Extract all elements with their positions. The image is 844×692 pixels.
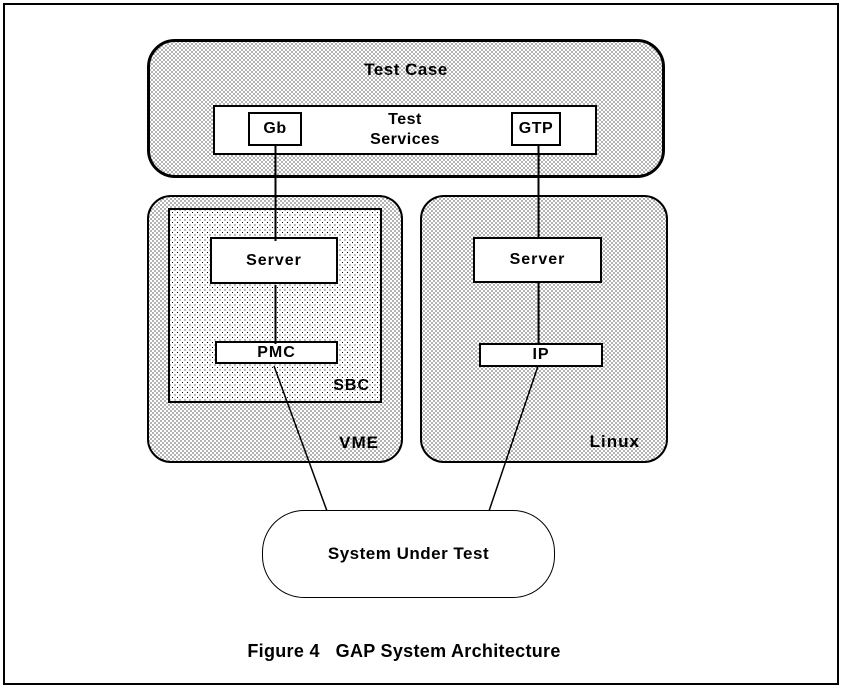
test-case-container: Test Case Test Services Gb GTP xyxy=(147,39,665,178)
pmc-label: PMC xyxy=(257,343,296,361)
system-under-test-label: System Under Test xyxy=(327,544,490,563)
linux-server-label: Server xyxy=(509,251,566,268)
pmc-box: PMC xyxy=(215,341,338,364)
gtp-interface-box: GTP xyxy=(511,112,561,146)
vme-server-box: Server xyxy=(210,237,338,284)
linux-label: Linux xyxy=(589,432,640,451)
page-border-frame xyxy=(3,3,839,685)
vme-server-label: Server xyxy=(246,251,302,269)
system-under-test-box: System Under Test xyxy=(262,510,555,598)
sbc-label: SBC xyxy=(333,377,370,394)
ip-label: IP xyxy=(532,346,550,363)
test-services-label-line1: Test xyxy=(388,111,422,128)
vme-container: Server PMC SBC VME xyxy=(147,195,403,463)
ip-box: IP xyxy=(479,343,603,367)
vme-label: VME xyxy=(339,433,379,452)
gb-label: Gb xyxy=(263,120,287,137)
test-case-title: Test Case xyxy=(364,60,448,79)
test-services-label-line2: Services xyxy=(370,131,440,148)
linux-server-box: Server xyxy=(473,237,602,283)
sbc-container: Server PMC SBC xyxy=(168,208,382,403)
linux-container: Server IP Linux xyxy=(420,195,668,463)
gb-interface-box: Gb xyxy=(248,112,302,146)
figure-caption: Figure 4 GAP System Architecture xyxy=(247,641,561,661)
gtp-label: GTP xyxy=(518,120,554,137)
